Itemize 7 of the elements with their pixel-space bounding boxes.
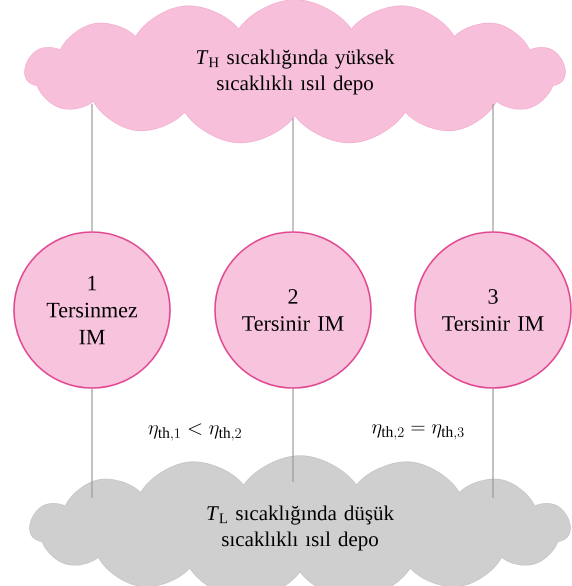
cloud: T$_{L}$ sıcaklığında düşük sıcaklıklı ısıl depo	[29, 455, 571, 586]
efficiency-relation: $\eta_{\mathrm{th},2} = \eta_{\mathrm{th},3}$	[372, 424, 464, 440]
efficiency-relation: $\eta_{\mathrm{th},1} < \eta_{\mathrm{th},2}$	[148, 423, 241, 441]
cloud: T$_{H}$ sıcaklığında yüksek sıcaklıklı ısıl depo	[24, 0, 566, 144]
connector-line	[91, 388, 93, 498]
connector-line	[492, 388, 494, 498]
connector-line	[292, 388, 294, 482]
